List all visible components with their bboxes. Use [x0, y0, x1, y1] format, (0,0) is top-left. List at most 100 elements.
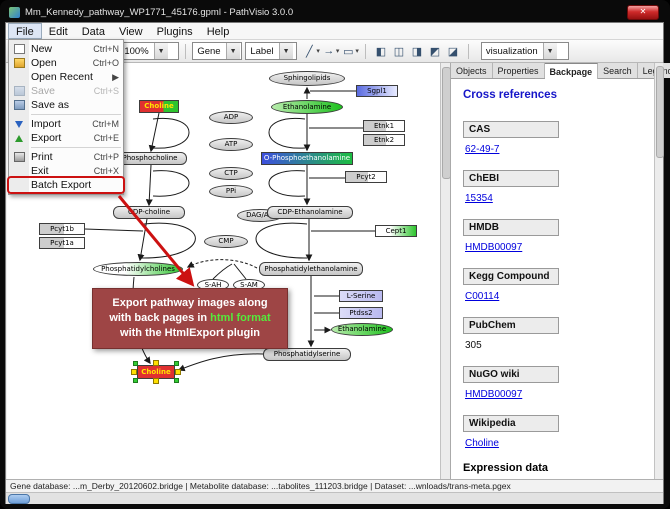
pathway-node-l-serine[interactable]: L-Serine — [339, 290, 383, 302]
stack-icon[interactable]: ◪ — [447, 45, 459, 58]
selection-handle[interactable] — [131, 369, 137, 375]
pathway-node-cmp[interactable]: CMP — [204, 235, 248, 248]
selection-handle[interactable] — [133, 378, 138, 383]
pathway-node-choline[interactable]: Choline — [131, 360, 181, 384]
menu-help[interactable]: Help — [206, 25, 230, 38]
line-tool-icon[interactable]: ╱ — [306, 45, 313, 58]
pathway-node-etnk2[interactable]: Etnk2 — [363, 134, 405, 146]
menu-plugins[interactable]: Plugins — [156, 25, 193, 38]
pathway-node-pcyt2[interactable]: Pcyt2 — [345, 171, 387, 183]
pathway-node-ptdss2[interactable]: Ptdss2 — [339, 307, 383, 319]
callout-text: Export pathway images along with back pa… — [109, 297, 268, 324]
menu-separator — [31, 147, 121, 148]
close-button[interactable]: ✕ — [627, 4, 659, 20]
pathway-node-phosphatidylcholines[interactable]: Phosphatidylcholines — [93, 262, 183, 276]
pathway-node-choline[interactable]: Choline — [139, 100, 179, 113]
arrow-tool-icon[interactable]: → — [323, 45, 335, 57]
pathway-node-cdp-choline[interactable]: CDP-choline — [113, 206, 185, 219]
xref-link[interactable]: HMDB00097 — [465, 242, 523, 253]
menu-item-label: Open — [31, 57, 57, 69]
chevron-down-icon[interactable]: ▾ — [355, 48, 359, 55]
chevron-down-icon[interactable]: ▼ — [225, 43, 240, 59]
chevron-down-icon[interactable]: ▾ — [335, 48, 340, 55]
panel-vertical-scrollbar[interactable] — [654, 63, 664, 479]
pathway-node-pcyt1b[interactable]: Pcyt1b — [39, 223, 85, 235]
xref-link[interactable]: HMDB00097 — [465, 389, 523, 400]
selection-handle[interactable] — [174, 378, 179, 383]
export-icon — [9, 131, 29, 146]
selection-handle[interactable] — [153, 378, 159, 384]
tab-backpage[interactable]: Backpage — [544, 63, 599, 79]
menu-data[interactable]: Data — [81, 25, 105, 38]
xref-source-name: NuGO wiki — [463, 366, 559, 383]
pathway-node-phosphocholine[interactable]: Phosphocholine — [113, 152, 187, 165]
cross-references-header: Cross references — [463, 89, 557, 101]
pathway-node-ethanolamine[interactable]: Ethanolamine — [271, 100, 343, 114]
menu-view[interactable]: View — [118, 25, 143, 38]
align-right-icon[interactable]: ◨ — [411, 45, 423, 58]
pathway-node-cept1[interactable]: Cept1 — [375, 225, 417, 237]
pathway-node-sphingolipids[interactable]: Sphingolipids — [269, 71, 345, 86]
shape-tool-icon[interactable]: ▭ — [343, 45, 354, 58]
zoom-combo[interactable]: 100% ▼ — [119, 42, 180, 60]
canvas-vertical-scrollbar[interactable] — [440, 63, 451, 479]
toolbar-separator — [185, 43, 187, 59]
pathway-node-pcyt1a[interactable]: Pcyt1a — [39, 237, 85, 249]
chevron-down-icon[interactable]: ▼ — [278, 43, 293, 59]
label-combo[interactable]: Label ▼ — [245, 42, 298, 60]
align-top-icon[interactable]: ◩ — [429, 45, 441, 58]
pathway-node-ctp[interactable]: CTP — [209, 167, 253, 180]
scrollbar-thumb[interactable] — [656, 66, 664, 158]
pathway-node-sgpl1[interactable]: Sgpl1 — [356, 85, 398, 97]
chevron-down-icon[interactable]: ▼ — [542, 43, 557, 59]
align-center-icon[interactable]: ◫ — [393, 45, 405, 58]
menu-file[interactable]: File — [8, 23, 42, 39]
selection-handle[interactable] — [133, 361, 138, 366]
xref-link[interactable]: 15354 — [465, 193, 493, 204]
pathway-node-ethanolamine[interactable]: Ethanolamine — [331, 323, 393, 336]
pathway-node-ppi[interactable]: PPi — [209, 185, 253, 198]
align-left-icon[interactable]: ◧ — [375, 45, 387, 58]
datanode-combo[interactable]: Gene ▼ — [192, 42, 243, 60]
tab-search[interactable]: Search — [598, 63, 638, 78]
xref-link[interactable]: 62-49-7 — [465, 144, 500, 155]
xref-link[interactable]: C00114 — [465, 291, 500, 302]
annotation-callout: Export pathway images along with back pa… — [92, 288, 288, 349]
selection-handle[interactable] — [175, 369, 181, 375]
selection-handle[interactable] — [153, 360, 159, 366]
chevron-down-icon[interactable]: ▼ — [153, 43, 168, 59]
chevron-down-icon[interactable]: ▾ — [316, 48, 320, 55]
menu-edit[interactable]: Edit — [48, 25, 68, 38]
visualization-combo[interactable]: visualization ▼ — [480, 42, 569, 60]
xref-link[interactable]: Choline — [465, 438, 499, 449]
pathway-edges[interactable] — [7, 63, 440, 479]
selection-handle[interactable] — [174, 361, 179, 366]
pathway-node-phosphatidylserine[interactable]: Phosphatidylserine — [263, 348, 351, 361]
pathway-node-atp[interactable]: ATP — [209, 138, 253, 151]
file-menu-item-batch-export[interactable]: Batch Export — [9, 178, 123, 192]
pathway-node-etnk1[interactable]: Etnk1 — [363, 120, 405, 132]
scrollbar-thumb[interactable] — [8, 494, 30, 504]
tab-properties[interactable]: Properties — [492, 63, 545, 78]
tab-objects[interactable]: Objects — [451, 63, 493, 78]
pathway-node-adp[interactable]: ADP — [209, 111, 253, 124]
menu-item-label: Batch Export — [31, 179, 92, 191]
file-menu-item-save-as[interactable]: Save as — [9, 98, 123, 112]
pathway-node-o-phosphoethanolamine[interactable]: O-Phosphoethanolamine — [261, 152, 353, 165]
horizontal-scrollbar[interactable] — [6, 492, 663, 504]
file-menu-item-open-recent[interactable]: Open Recent▶ — [9, 70, 123, 84]
pathway-node-phosphatidylethanolamine[interactable]: Phosphatidylethanolamine — [259, 262, 363, 276]
pathway-node-cdp-ethanolamine[interactable]: CDP-Ethanolamine — [267, 206, 353, 219]
